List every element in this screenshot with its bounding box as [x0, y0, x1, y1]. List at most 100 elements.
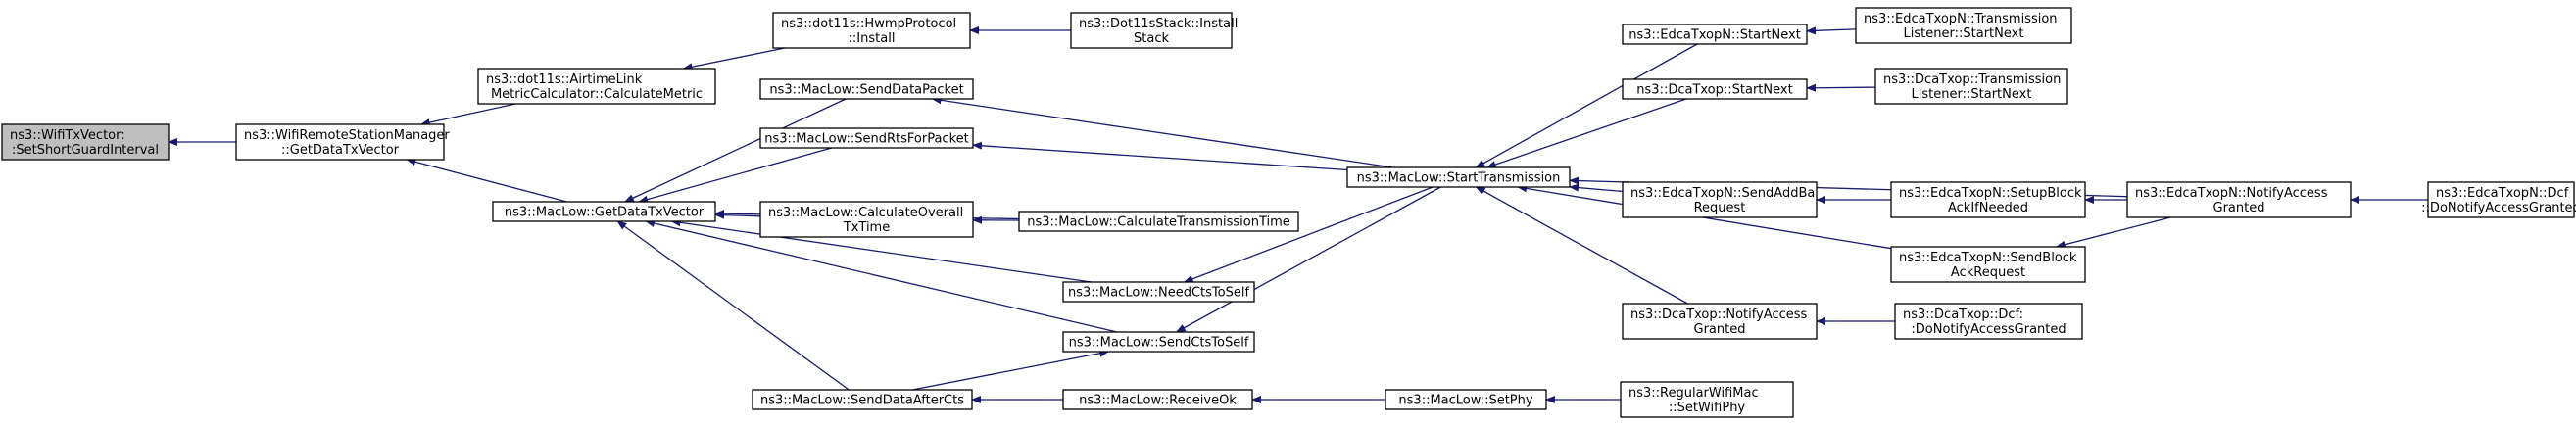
node-edcatlnext[interactable]: ns3::EdcaTxopN::TransmissionListener::St…	[1855, 7, 2072, 44]
node-label-line: ns3::MacLow::GetDataTxVector	[505, 206, 705, 220]
node-box[interactable]	[1622, 181, 1818, 218]
node-label-line: Request	[1694, 201, 1746, 215]
node-label-line: ns3::EdcaTxopN::SetupBlock	[1899, 186, 2082, 201]
node-box[interactable]	[1622, 303, 1818, 340]
node-label-line: ns3::EdcaTxopN::StartNext	[1628, 28, 1801, 43]
node-sendcts[interactable]: ns3::MacLow::SendCtsToSelf	[1062, 331, 1255, 353]
node-label-line: :SetShortGuardInterval	[12, 143, 159, 158]
node-label-line: ns3::dot11s::HwmpProtocol	[781, 17, 956, 31]
node-label-line: TxTime	[843, 220, 890, 235]
node-box[interactable]	[1062, 331, 1255, 353]
node-box[interactable]	[1385, 389, 1547, 410]
node-edcanotify[interactable]: ns3::EdcaTxopN::NotifyAccessGranted	[2126, 181, 2352, 218]
node-box[interactable]	[1062, 389, 1253, 410]
node-label-line: ns3::MacLow::NeedCtsToSelf	[1068, 286, 1249, 301]
node-box[interactable]	[1346, 166, 1571, 188]
node-dcatlnext[interactable]: ns3::DcaTxop::TransmissionListener::Star…	[1874, 68, 2068, 105]
node-label-line: ns3::dot11s::AirtimeLink	[486, 72, 643, 87]
edge-dcanotify-to-starttx	[1475, 186, 1688, 305]
node-label-line: ::GetDataTxVector	[281, 143, 400, 158]
node-calctrans[interactable]: ns3::MacLow::CalculateTransmissionTime	[1018, 211, 1299, 232]
node-label-line: ns3::EdcaTxopN::Dcf	[2436, 186, 2569, 201]
node-box[interactable]	[1620, 381, 1794, 418]
node-label-line: ::DoNotifyAccessGranted	[2421, 201, 2576, 215]
node-hwmp[interactable]: ns3::dot11s::HwmpProtocol::Install	[772, 12, 971, 49]
node-senddata[interactable]: ns3::MacLow::SendDataPacket	[759, 78, 974, 100]
nodes-layer: ns3::WifiTxVector::SetShortGuardInterval…	[1, 7, 2576, 418]
node-dcadcf[interactable]: ns3::DcaTxop::Dcf::DoNotifyAccessGranted	[1894, 303, 2083, 340]
edge-senddata-to-getdtx	[623, 98, 847, 203]
node-sendrts[interactable]: ns3::MacLow::SendRtsForPacket	[759, 127, 974, 149]
node-box[interactable]	[1890, 181, 2086, 218]
edge-edcanext-to-starttx	[1475, 43, 1698, 168]
node-wrsm[interactable]: ns3::WifiRemoteStationManager::GetDataTx…	[235, 123, 450, 161]
node-box[interactable]	[752, 389, 973, 410]
node-box[interactable]	[1062, 281, 1255, 303]
edge-starttx-to-sendcts	[1175, 186, 1441, 333]
node-box[interactable]	[759, 201, 974, 238]
node-dcanext[interactable]: ns3::DcaTxop::StartNext	[1622, 78, 1808, 100]
node-box[interactable]	[1890, 246, 2086, 283]
node-label-line: Listener::StartNext	[1904, 26, 2024, 41]
node-label-line: ns3::Dot11sStack::Install	[1079, 17, 1238, 31]
edge-starttx-to-needcts	[1183, 186, 1434, 283]
node-box[interactable]	[2427, 181, 2575, 218]
node-label-line: ns3::MacLow::StartTransmission	[1357, 171, 1561, 186]
node-box[interactable]	[1855, 7, 2072, 44]
node-label-line: ns3::DcaTxop::Dcf:	[1903, 308, 2023, 322]
node-regwifi[interactable]: ns3::RegularWifiMac::SetWifiPhy	[1620, 381, 1794, 418]
node-label-line: ns3::MacLow::SendRtsForPacket	[764, 132, 969, 147]
node-label-line: ns3::MacLow::SendDataAfterCts	[760, 394, 964, 408]
node-sendafter[interactable]: ns3::MacLow::SendDataAfterCts	[752, 389, 973, 410]
node-needcts[interactable]: ns3::MacLow::NeedCtsToSelf	[1062, 281, 1255, 303]
node-dcanotify[interactable]: ns3::DcaTxop::NotifyAccessGranted	[1622, 303, 1818, 340]
node-box[interactable]	[1894, 303, 2083, 340]
node-box[interactable]	[492, 201, 716, 222]
node-box[interactable]	[2126, 181, 2352, 218]
node-label-line: ns3::MacLow::SetPhy	[1398, 394, 1532, 408]
node-receiveok[interactable]: ns3::MacLow::ReceiveOk	[1062, 389, 1253, 410]
node-box[interactable]	[235, 123, 445, 161]
node-box[interactable]	[1, 123, 170, 161]
node-label-line: ns3::DcaTxop::Transmission	[1883, 72, 2061, 87]
node-box[interactable]	[759, 127, 974, 149]
node-label-line: ns3::MacLow::ReceiveOk	[1079, 394, 1237, 408]
edge-dcanext-to-starttx	[1485, 98, 1687, 168]
node-starttx[interactable]: ns3::MacLow::StartTransmission	[1346, 166, 1571, 188]
node-edcadcf[interactable]: ns3::EdcaTxopN::Dcf::DoNotifyAccessGrant…	[2421, 181, 2576, 218]
node-box[interactable]	[1070, 12, 1233, 49]
node-label-line: ns3::WifiTxVector:	[10, 128, 125, 143]
node-label-line: ns3::RegularWifiMac	[1628, 386, 1759, 401]
node-root[interactable]: ns3::WifiTxVector::SetShortGuardInterval	[1, 123, 170, 161]
edge-altm-to-wrsm	[419, 103, 516, 126]
node-box[interactable]	[772, 12, 971, 49]
edge-hwmp-to-altm	[682, 47, 786, 71]
edge-sendaddba-to-starttx	[1569, 183, 1624, 193]
node-label-line: ns3::EdcaTxopN::NotifyAccess	[2135, 186, 2328, 201]
node-label-line: ns3::EdcaTxopN::Transmission	[1864, 12, 2058, 26]
node-label-line: ns3::EdcaTxopN::SendAddBa	[1630, 186, 1815, 201]
node-box[interactable]	[477, 68, 716, 105]
node-label-line: ::SetWifiPhy	[1669, 401, 1746, 415]
node-box[interactable]	[759, 78, 974, 100]
node-label-line: ns3::EdcaTxopN::SendBlock	[1899, 251, 2077, 265]
node-box[interactable]	[1018, 211, 1299, 232]
edge-sendrts-to-getdtx	[638, 147, 832, 204]
node-getdtx[interactable]: ns3::MacLow::GetDataTxVector	[492, 201, 716, 222]
node-altm[interactable]: ns3::dot11s::AirtimeLinkMetricCalculator…	[477, 68, 716, 105]
node-label-line: :DoNotifyAccessGranted	[1911, 322, 2066, 337]
node-label-line: ns3::DcaTxop::StartNext	[1636, 83, 1792, 98]
node-box[interactable]	[1622, 78, 1808, 100]
node-box[interactable]	[1622, 24, 1808, 45]
node-label-line: ns3::WifiRemoteStationManager	[244, 128, 450, 143]
node-box[interactable]	[1874, 68, 2068, 105]
node-edcanext[interactable]: ns3::EdcaTxopN::StartNext	[1622, 24, 1808, 45]
node-setphy[interactable]: ns3::MacLow::SetPhy	[1385, 389, 1547, 410]
edge-edcanotify-to-sendblockack	[2055, 216, 2171, 249]
edge-dcatlnext-to-dcanext	[1806, 83, 1876, 92]
